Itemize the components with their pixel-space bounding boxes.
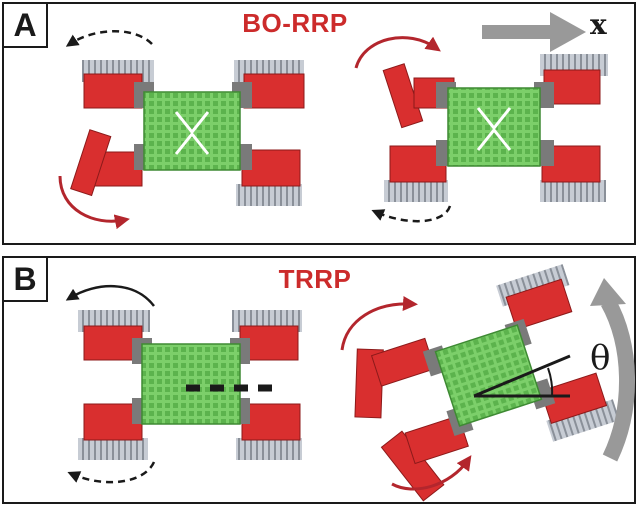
x-axis-label: x: [590, 8, 607, 41]
wheel-icon: [236, 438, 302, 460]
arrow-ccw-dashed-icon: [70, 31, 152, 44]
panel-b-illustration: [4, 258, 638, 506]
wheel-icon: [236, 184, 302, 206]
arrow-cw-solid-icon: [342, 304, 412, 350]
wheel-icon: [384, 180, 448, 202]
robot-b-right: [330, 262, 625, 506]
arrow-cw-solid-icon: [356, 38, 436, 68]
panel-a-illustration: [4, 4, 638, 247]
wheel-icon: [78, 438, 148, 460]
panel-a: A BO-RRP: [2, 2, 636, 245]
arrow-ccw-solid-icon: [70, 286, 154, 306]
robot-a-right: [383, 54, 608, 202]
theta-label: θ: [590, 338, 610, 378]
robot-b-left: [78, 310, 302, 460]
arrow-cw-dashed-icon: [72, 462, 154, 482]
wheel-icon: [540, 180, 606, 202]
axis-arrow-icon: [482, 12, 586, 52]
panel-b: B TRRP: [2, 256, 636, 504]
robot-a-left: [71, 60, 304, 206]
arrow-ccw-dashed-icon: [376, 206, 450, 221]
